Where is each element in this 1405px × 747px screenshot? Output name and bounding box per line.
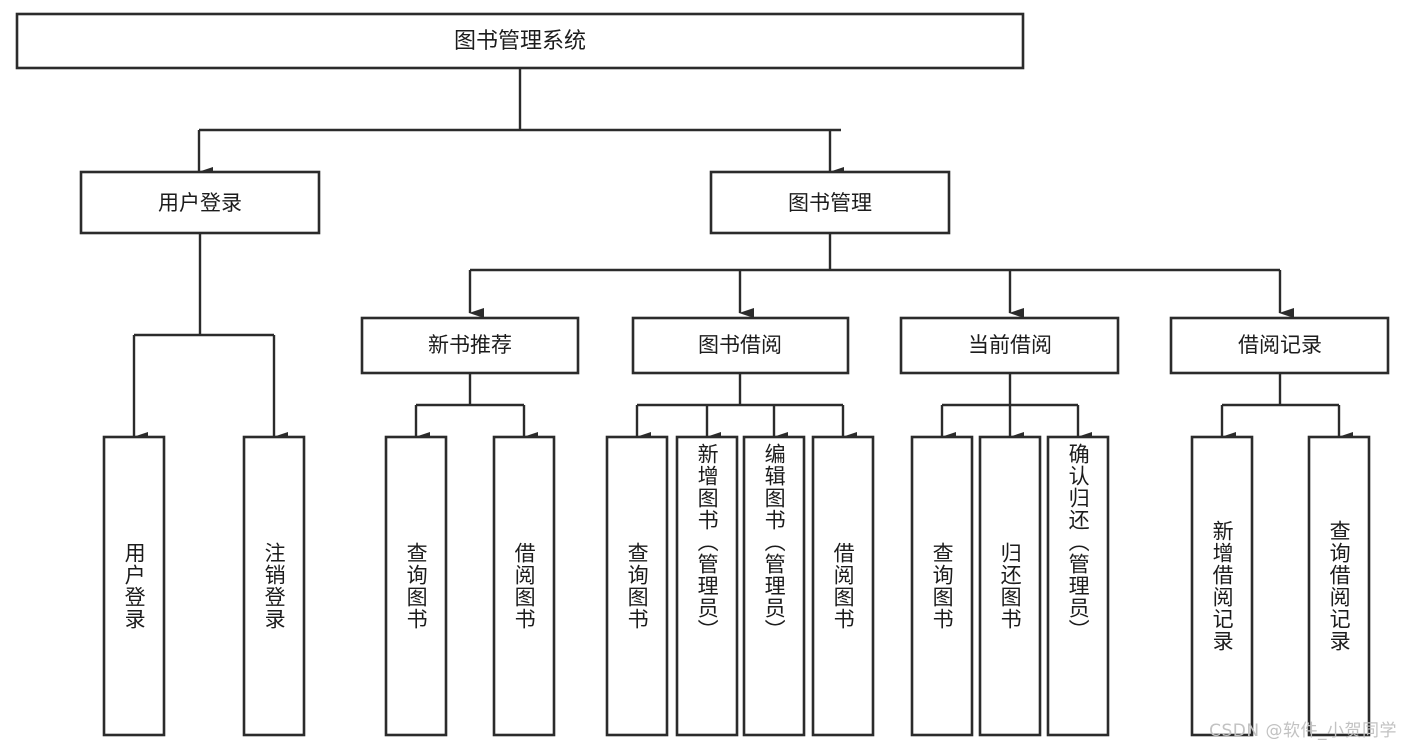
leaf-query-book-1-box[interactable] bbox=[384, 435, 448, 737]
leaf-add-record-box[interactable] bbox=[1190, 435, 1254, 737]
edge-current-borrow-to-leaves bbox=[940, 373, 1092, 442]
leaf-edit-book-box[interactable] bbox=[742, 435, 806, 737]
leaf-borrow-book-2-box[interactable] bbox=[811, 435, 875, 737]
node-book-manage[interactable]: 图书管理 bbox=[709, 170, 951, 235]
leaf-return-book-box[interactable] bbox=[978, 435, 1042, 737]
node-borrow-record-label: 借阅记录 bbox=[1238, 333, 1322, 357]
node-user-login-label: 用户登录 bbox=[158, 191, 242, 215]
node-new-book-rec-label: 新书推荐 bbox=[428, 333, 512, 357]
node-book-borrow-label: 图书借阅 bbox=[698, 333, 782, 357]
node-current-borrow-label: 当前借阅 bbox=[968, 333, 1052, 357]
edge-book-manage-to-level3 bbox=[468, 233, 1294, 318]
leaf-confirm-return-box[interactable] bbox=[1046, 435, 1110, 737]
node-book-manage-label: 图书管理 bbox=[788, 191, 872, 215]
node-borrow-record[interactable]: 借阅记录 bbox=[1169, 316, 1390, 375]
edge-book-borrow-to-leaves bbox=[635, 373, 857, 442]
edge-root-to-level2 bbox=[197, 68, 844, 177]
edge-borrow-record-to-leaves bbox=[1220, 373, 1353, 442]
leaf-user-login-box[interactable] bbox=[102, 435, 166, 737]
leaf-logout-box[interactable] bbox=[242, 435, 306, 737]
node-user-login[interactable]: 用户登录 bbox=[79, 170, 321, 235]
node-book-borrow[interactable]: 图书借阅 bbox=[631, 316, 850, 375]
csdn-watermark: CSDN @软件_小贺同学 bbox=[1209, 721, 1397, 741]
node-root[interactable]: 图书管理系统 bbox=[15, 12, 1025, 70]
leaf-query-book-2-box[interactable] bbox=[605, 435, 669, 737]
edge-new-book-rec-to-leaves bbox=[414, 373, 538, 442]
leaf-borrow-book-1-box[interactable] bbox=[492, 435, 556, 737]
node-root-label: 图书管理系统 bbox=[454, 29, 586, 54]
edge-user-login-to-leaves bbox=[132, 233, 288, 442]
node-new-book-rec[interactable]: 新书推荐 bbox=[360, 316, 580, 375]
node-current-borrow[interactable]: 当前借阅 bbox=[899, 316, 1120, 375]
leaf-boxes bbox=[102, 435, 1371, 737]
leaf-add-book-box[interactable] bbox=[675, 435, 739, 737]
leaf-query-book-3-box[interactable] bbox=[910, 435, 974, 737]
leaf-query-record-box[interactable] bbox=[1307, 435, 1371, 737]
